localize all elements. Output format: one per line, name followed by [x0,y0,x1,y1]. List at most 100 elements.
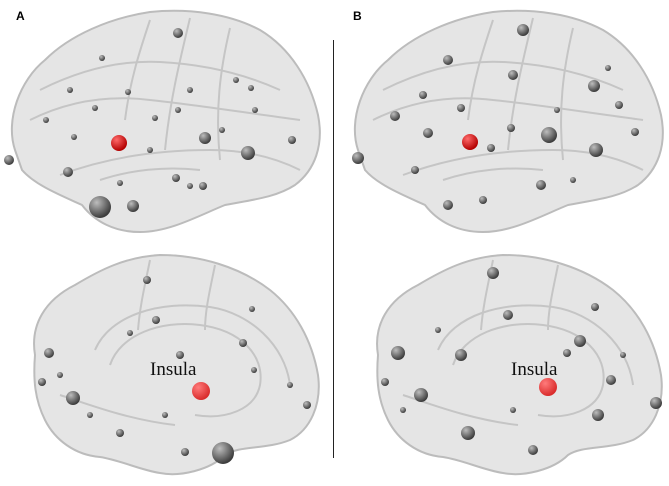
node-sphere [43,117,49,123]
node-sphere [127,330,133,336]
node-sphere [400,407,406,413]
node-sphere [143,276,151,284]
node-sphere [414,388,428,402]
node-sphere [67,87,73,93]
node-sphere [172,174,180,182]
node-sphere [219,127,225,133]
node-sphere [391,346,405,360]
node-sphere [455,349,467,361]
node-sphere [303,401,311,409]
brain-surface [10,9,321,234]
node-sphere [507,124,515,132]
nodes [38,276,311,464]
node-sphere [152,115,158,121]
node-sphere [503,310,513,320]
node-sphere [606,375,616,385]
brain-surface [33,253,320,476]
node-sphere [89,196,111,218]
node-sphere [187,87,193,93]
node-sphere [71,134,77,140]
node-sphere [116,429,124,437]
roi-node-insula [539,378,557,396]
brain-surface [376,253,663,476]
nodes [381,267,662,455]
node-sphere [38,378,46,386]
panel-divider [333,40,334,458]
node-sphere [127,200,139,212]
node-sphere [252,107,258,113]
node-sphere [57,372,63,378]
node-sphere [423,128,433,138]
node-sphere [147,147,153,153]
node-sphere [443,55,453,65]
node-sphere [233,77,239,83]
node-sphere [588,80,600,92]
node-sphere [536,180,546,190]
node-sphere [152,316,160,324]
node-sphere [251,367,257,373]
nodes [4,28,296,218]
node-sphere [99,55,105,61]
node-sphere [287,382,293,388]
nodes [352,24,639,210]
node-sphere [517,24,529,36]
gyri-lines [402,259,634,426]
node-sphere [187,183,193,189]
node-sphere [66,391,80,405]
node-sphere [570,177,576,183]
node-sphere [248,85,254,91]
brain-lateral-b [352,9,664,234]
brain-surface [353,9,664,234]
node-sphere [288,136,296,144]
node-sphere [589,143,603,157]
node-sphere [443,200,453,210]
node-sphere [411,166,419,174]
node-sphere [162,412,168,418]
node-sphere [508,70,518,80]
node-sphere [125,89,131,95]
node-sphere [63,167,73,177]
node-sphere [239,339,247,347]
node-sphere [419,91,427,99]
node-sphere [381,378,389,386]
roi-node-insula [111,135,127,151]
insula-label: Insula [150,359,197,380]
node-sphere [173,28,183,38]
node-sphere [181,448,189,456]
node-sphere [176,351,184,359]
node-sphere [199,182,207,190]
insula-label: Insula [511,359,558,380]
node-sphere [528,445,538,455]
brain-medial-b: Insula [376,253,663,476]
roi-node-insula [462,134,478,150]
node-sphere [87,412,93,418]
node-sphere [591,303,599,311]
node-sphere [435,327,441,333]
node-sphere [605,65,611,71]
node-sphere [615,101,623,109]
brain-lateral-a [4,9,321,234]
node-sphere [631,128,639,136]
panel-label-b: B [353,9,362,23]
brain-medial-a: Insula [33,253,320,476]
node-sphere [249,306,255,312]
node-sphere [487,267,499,279]
panel-label-a: A [16,9,25,23]
node-sphere [4,155,14,165]
node-sphere [44,348,54,358]
gyri-lines [372,17,644,181]
node-sphere [620,352,626,358]
node-sphere [592,409,604,421]
node-sphere [117,180,123,186]
node-sphere [457,104,465,112]
node-sphere [487,144,495,152]
node-sphere [541,127,557,143]
node-sphere [479,196,487,204]
node-sphere [461,426,475,440]
node-sphere [574,335,586,347]
node-sphere [510,407,516,413]
node-sphere [650,397,662,409]
node-sphere [563,349,571,357]
node-sphere [241,146,255,160]
node-sphere [212,442,234,464]
